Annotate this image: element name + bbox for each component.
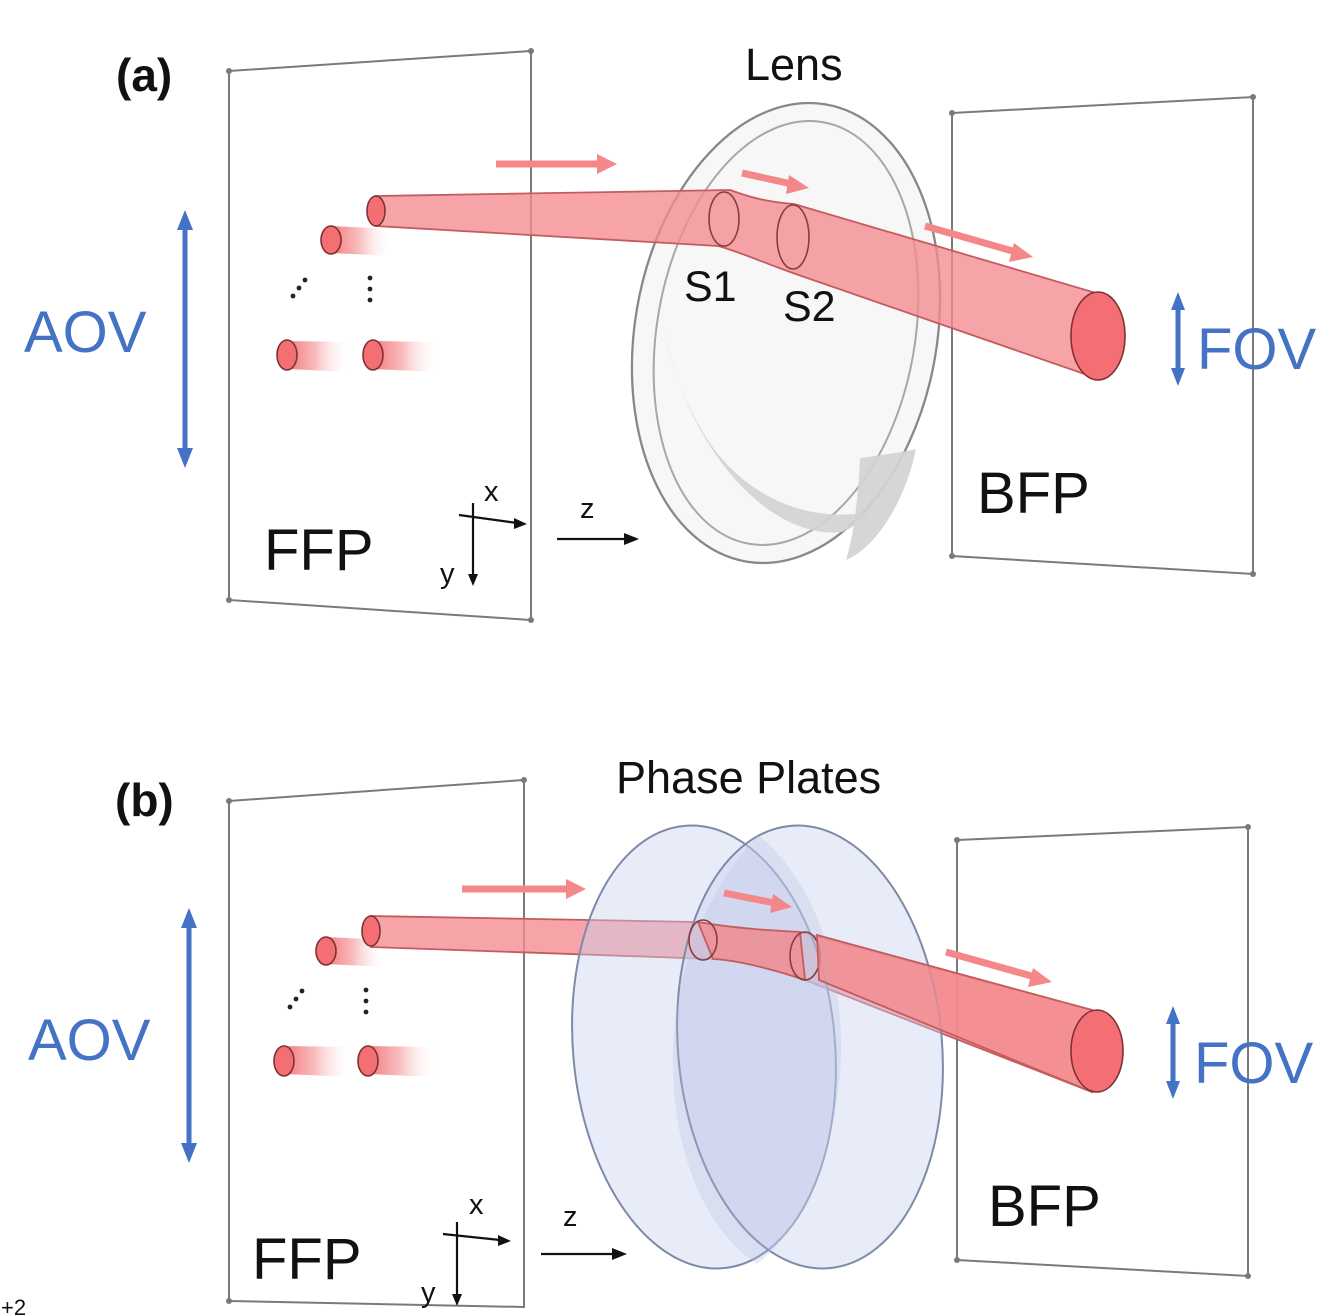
axis-y-label-a: y bbox=[440, 558, 455, 590]
angle-of-view-arrow-b bbox=[181, 908, 197, 1163]
propagation-arrows-b bbox=[462, 879, 1052, 987]
ellipsis-dots-a bbox=[290, 275, 373, 303]
back-focal-plane-b bbox=[954, 824, 1251, 1279]
aov-label-a: AOV bbox=[24, 300, 147, 365]
panel-b-tag: (b) bbox=[115, 774, 174, 826]
bfp-label-a: BFP bbox=[977, 461, 1090, 526]
beam-through-lens-a bbox=[366, 189, 1126, 381]
axis-x-label-a: x bbox=[484, 476, 499, 508]
ffp-label-b: FFP bbox=[252, 1227, 362, 1292]
bfp-label-b: BFP bbox=[988, 1174, 1101, 1239]
front-focal-plane-a bbox=[226, 48, 534, 623]
axis-x-label-b: x bbox=[469, 1189, 484, 1221]
panel-b-phase-plates: (b) Phase Plates AOV FOV FFP B bbox=[28, 752, 1314, 1309]
lens-title: Lens bbox=[745, 39, 843, 90]
surface-s2-label: S2 bbox=[783, 283, 836, 331]
panel-a-lens: (a) Lens AOV FOV FFP BF bbox=[24, 39, 1317, 623]
fov-label-b: FOV bbox=[1194, 1031, 1314, 1096]
surface-s1-label: S1 bbox=[684, 263, 737, 311]
panel-a-tag: (a) bbox=[116, 49, 172, 101]
axis-z-label-b: z bbox=[563, 1201, 578, 1233]
ffp-label-a: FFP bbox=[264, 518, 374, 583]
fov-label-a: FOV bbox=[1197, 317, 1317, 382]
lens-element bbox=[630, 101, 942, 565]
aov-label-b: AOV bbox=[28, 1008, 151, 1073]
beam-front-of-plates-b bbox=[688, 919, 1124, 1094]
coordinate-axes-a bbox=[458, 503, 639, 586]
front-focal-plane-b bbox=[226, 777, 527, 1309]
back-focal-plane-a bbox=[949, 94, 1256, 577]
coordinate-axes-b bbox=[442, 1222, 627, 1306]
cropped-footnote-text: +2 bbox=[1, 1295, 26, 1315]
ellipsis-dots-b bbox=[287, 987, 369, 1015]
axis-z-label-a: z bbox=[580, 493, 595, 525]
angle-of-view-arrow-a bbox=[177, 210, 193, 468]
input-beam-stack-a bbox=[276, 225, 438, 372]
phase-plates-title: Phase Plates bbox=[616, 752, 881, 803]
axis-y-label-b: y bbox=[421, 1277, 436, 1309]
field-of-view-arrow-b bbox=[1166, 1006, 1180, 1099]
propagation-arrows-a bbox=[496, 154, 1033, 262]
field-of-view-arrow-a bbox=[1171, 292, 1185, 386]
